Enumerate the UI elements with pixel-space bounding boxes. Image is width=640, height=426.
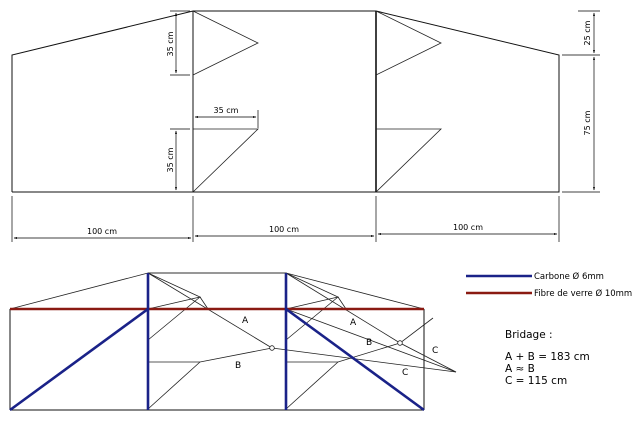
width-right-label: 100 cm [453, 223, 483, 232]
carbon-spars [9, 273, 425, 412]
bridage-line-2: A ≈ B [505, 363, 535, 375]
fin-width-label: 35 cm [214, 106, 239, 115]
width-dimensions [11, 196, 560, 242]
fin-height-upper-label: 35 cm [166, 31, 175, 56]
bridle-ring-left [269, 345, 275, 351]
bridle-label-a-left: A [242, 316, 249, 326]
top-fins [192, 10, 442, 193]
fin-height-lower-label: 35 cm [166, 147, 175, 172]
width-middle-label: 100 cm [269, 225, 299, 234]
lower-fins-and-bridles [147, 272, 457, 410]
bridle-label-c-outer: C [432, 346, 438, 356]
bridle-label-a-right: A [350, 318, 357, 328]
bridle-label-b-left: B [235, 361, 241, 371]
top-outline [11, 10, 560, 193]
bridle-ring-right [397, 340, 403, 346]
legend-carbon-label: Carbone Ø 6mm [534, 271, 604, 282]
width-left-label: 100 cm [87, 227, 117, 236]
legend [466, 274, 532, 295]
fin-height-dimensions [170, 10, 190, 191]
bridage-line-1: A + B = 183 cm [505, 351, 590, 363]
bridage-line-3: C = 115 cm [505, 375, 567, 387]
right-height-dimensions [562, 10, 600, 193]
legend-fibre-label: Fibre de verre Ø 10mm [534, 288, 632, 299]
top-height-label: 25 cm [583, 20, 592, 45]
bridle-label-c-inner: C [402, 368, 408, 378]
lower-frame [9, 272, 425, 411]
bridage-title: Bridage : [505, 329, 553, 341]
body-height-label: 75 cm [583, 110, 592, 135]
fin-width-dimension [194, 110, 259, 128]
bridle-label-b-right: B [366, 338, 372, 348]
